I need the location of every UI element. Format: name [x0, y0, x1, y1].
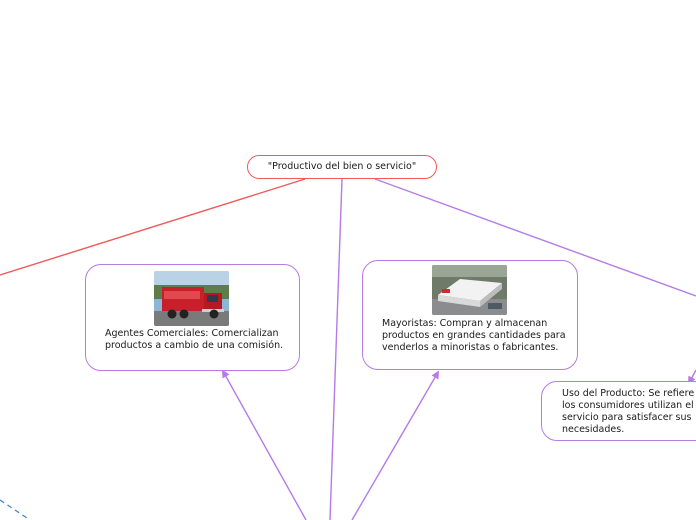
truck-image [154, 271, 229, 326]
dashed-connector [0, 499, 31, 520]
topic-agentes-comerciales[interactable]: Agentes Comerciales: Comercializan produ… [85, 264, 300, 371]
connector-to-mayoristas [351, 370, 440, 520]
topic-mayoristas[interactable]: Mayoristas: Compran y almacenan producto… [362, 260, 578, 370]
connector-to-uso [688, 369, 696, 385]
topic-uso-del-producto[interactable]: Uso del Producto: Se refiere a cómo los … [541, 381, 696, 441]
connector-to-agentes [222, 369, 307, 520]
connector-root-left [0, 178, 306, 276]
connector-root-down [329, 178, 343, 520]
connector-root-right [374, 178, 696, 297]
root-topic[interactable]: "Productivo del bien o servicio" [247, 155, 437, 179]
topic-agentes-label: Agentes Comerciales: Comercializan produ… [105, 328, 284, 351]
topic-mayoristas-label: Mayoristas: Compran y almacenan producto… [382, 318, 566, 353]
root-topic-label: "Productivo del bien o servicio" [267, 161, 417, 172]
topic-uso-label: Uso del Producto: Se refiere a cómo los … [562, 388, 696, 435]
warehouse-image [432, 265, 507, 315]
